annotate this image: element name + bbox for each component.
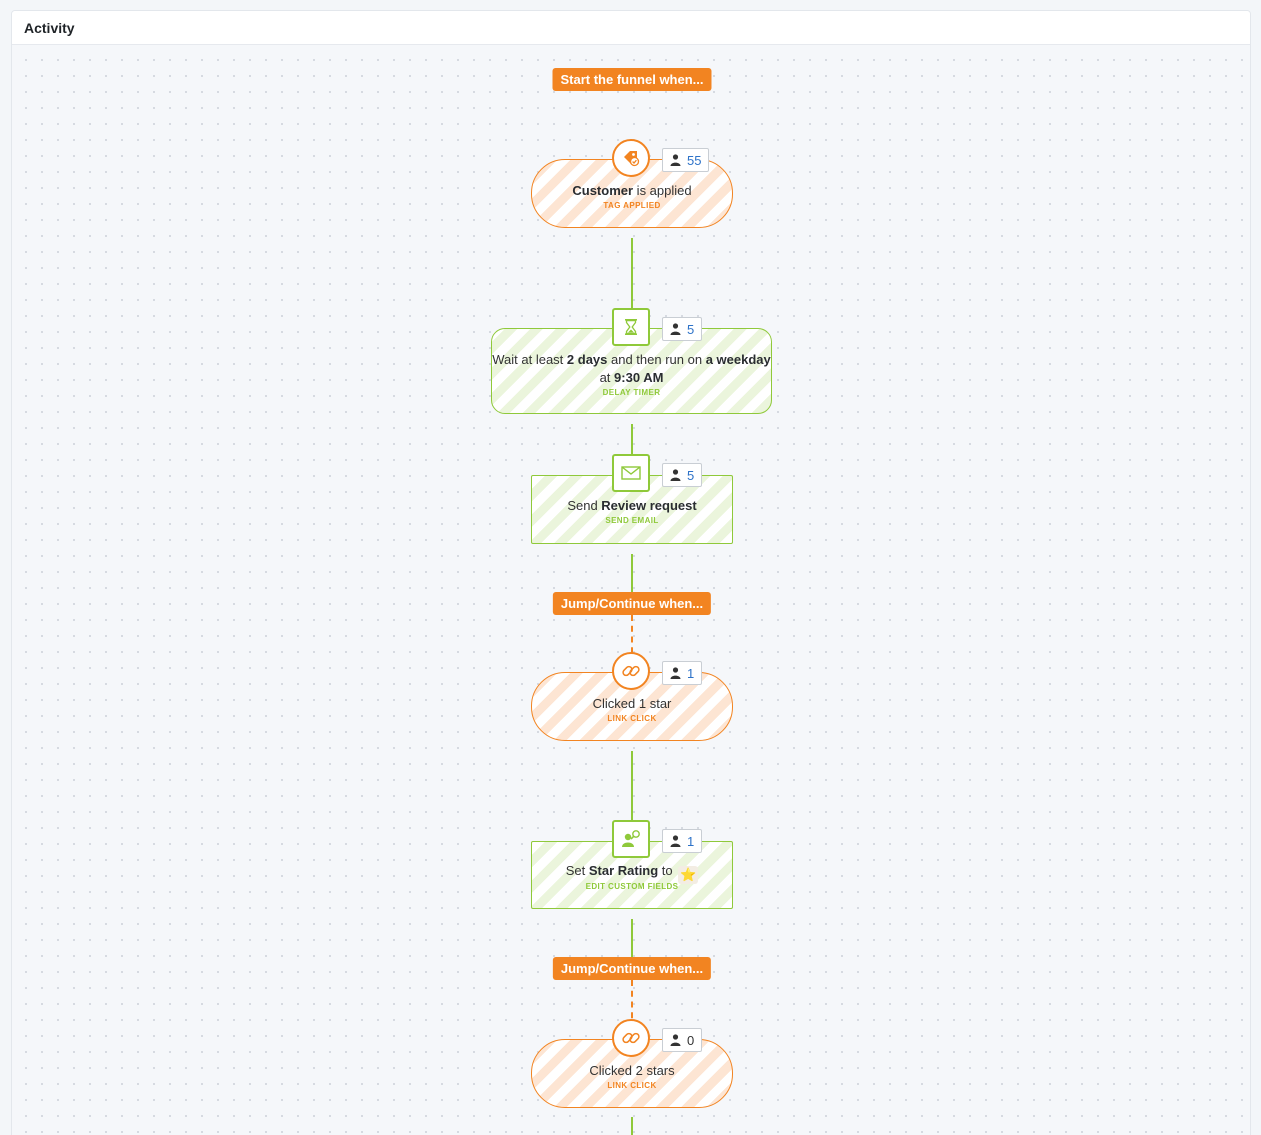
person-icon: [670, 323, 681, 335]
count-value: 5: [687, 467, 695, 483]
connector-line: [631, 424, 633, 465]
connector-line: [631, 554, 633, 592]
person-icon: [670, 1034, 681, 1046]
jump-continue-label[interactable]: Jump/Continue when...: [552, 592, 712, 615]
user-edit-icon: [612, 820, 650, 858]
connector-line: [631, 751, 633, 851]
person-icon: [670, 469, 681, 481]
connector-line: [631, 238, 633, 319]
envelope-icon: [612, 454, 650, 492]
connector-line: [631, 919, 633, 957]
hourglass-icon: [612, 308, 650, 346]
link-click-text: Clicked 2 stars: [589, 1063, 675, 1078]
node-type-label: TAG APPLIED: [603, 201, 661, 210]
node-type-label: LINK CLICK: [607, 714, 657, 723]
person-icon: [670, 835, 681, 847]
edit-custom-field-text: Set Star Rating to ⭐: [565, 863, 699, 884]
count-value: 1: [687, 833, 695, 849]
contact-count-badge[interactable]: 5: [662, 317, 703, 341]
panel-header: Activity: [12, 11, 1250, 45]
contact-count-badge[interactable]: 1: [662, 661, 703, 685]
node-type-label: SEND EMAIL: [605, 516, 659, 525]
delay-timer-text: Wait at least 2 days and then run on a w…: [492, 352, 771, 385]
activity-panel: Activity Start the funnel when... Custom…: [11, 10, 1251, 1135]
connector-dashed-line: [631, 615, 633, 664]
contact-count-badge[interactable]: 55: [662, 148, 710, 172]
send-email-text: Send Review request: [567, 498, 697, 513]
connector-line: [631, 1117, 633, 1135]
contact-count-badge[interactable]: 5: [662, 463, 703, 487]
count-value: 0: [687, 1032, 695, 1048]
node-type-label: LINK CLICK: [607, 1081, 657, 1090]
jump-continue-label[interactable]: Jump/Continue when...: [552, 957, 712, 980]
contact-count-badge[interactable]: 1: [662, 829, 703, 853]
count-value: 55: [687, 152, 702, 168]
star-rating-icon: ⭐: [678, 866, 699, 884]
person-icon: [670, 154, 681, 166]
link-click-text: Clicked 1 star: [592, 696, 672, 711]
tag-applied-text: Customer is applied: [572, 183, 692, 198]
count-value: 5: [687, 321, 695, 337]
start-funnel-label[interactable]: Start the funnel when...: [552, 68, 712, 91]
tag-check-icon: [612, 139, 650, 177]
node-type-label: EDIT CUSTOM FIELDS: [585, 882, 679, 891]
contact-count-badge[interactable]: 0: [662, 1028, 703, 1052]
funnel-canvas[interactable]: Start the funnel when... Customer is app…: [12, 46, 1250, 1135]
link-icon: [612, 652, 650, 690]
node-type-label: DELAY TIMER: [602, 388, 661, 397]
person-icon: [670, 667, 681, 679]
connector-dashed-line: [631, 980, 633, 1029]
count-value: 1: [687, 665, 695, 681]
panel-title: Activity: [24, 20, 75, 36]
link-icon: [612, 1019, 650, 1057]
